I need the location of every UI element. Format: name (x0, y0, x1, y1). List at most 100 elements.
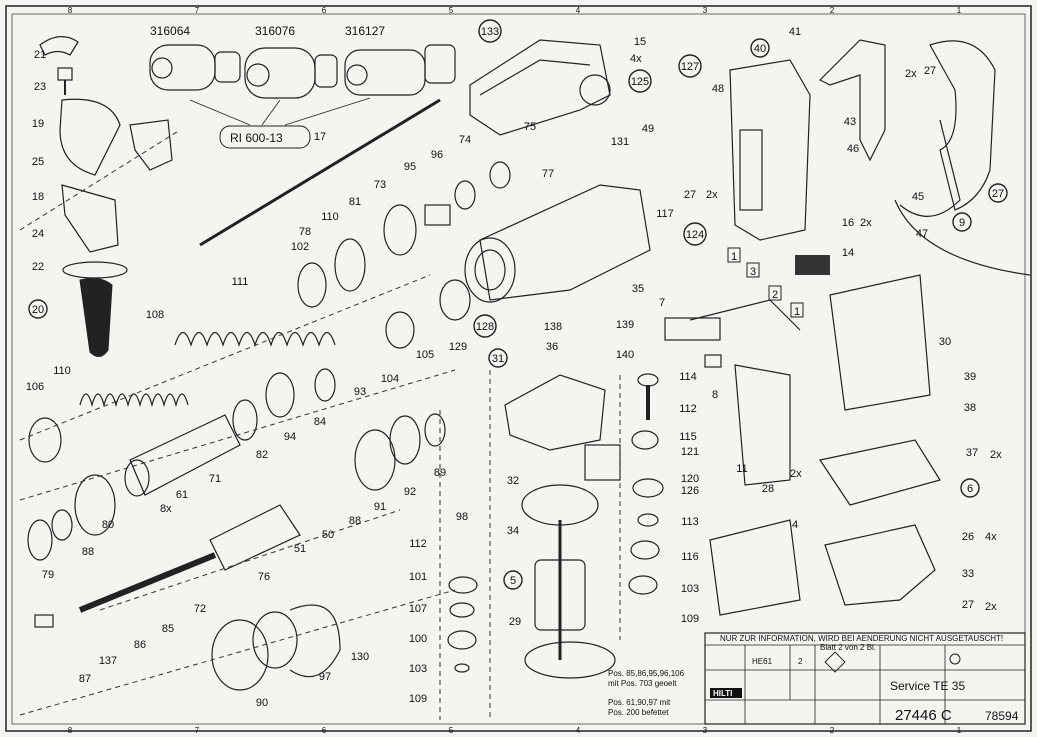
part-number: 104 (381, 373, 399, 385)
callout-93: 93 (354, 386, 366, 398)
depth-rod (199, 98, 441, 247)
callout-18: 18 (32, 191, 44, 203)
callout-101: 101 (409, 571, 427, 583)
gear-rings (27, 161, 511, 691)
part-number: 121 (681, 446, 699, 458)
part-number: 126 (681, 485, 699, 497)
callout-74: 74 (459, 134, 471, 146)
grid-column-label: 1 (957, 726, 962, 735)
part-number: 1 (731, 251, 737, 263)
part-number: 5 (510, 575, 516, 587)
intermediate-shaft-stack (628, 373, 664, 595)
part-number: 89 (434, 467, 446, 479)
qty-28: 2x (790, 468, 802, 480)
callout-43: 43 (844, 116, 856, 128)
spindle (34, 504, 301, 628)
hilti-logo-box (710, 688, 742, 698)
callout-6: 6 (960, 478, 980, 498)
part-number: 125 (631, 76, 649, 88)
part-number: 11 (736, 463, 747, 475)
part-number: 87 (79, 673, 91, 685)
callout-51: 51 (294, 543, 306, 555)
grid-column-label: 1 (957, 6, 962, 15)
callout-48: 48 (712, 83, 724, 95)
part-number: 112 (679, 403, 697, 415)
grid-column-label: 6 (322, 6, 327, 15)
gear-housing (464, 184, 651, 303)
switch-7 (664, 317, 721, 341)
part-number: 39 (964, 371, 976, 383)
part-number: 35 (632, 283, 644, 295)
callout-73: 73 (374, 179, 386, 191)
part-number: 100 (409, 633, 427, 645)
armature (524, 520, 616, 679)
drawing-number: 27446 C (895, 707, 952, 724)
part-number: 28 (762, 483, 774, 495)
part-number: 75 (524, 121, 536, 133)
part-number: 14 (842, 247, 854, 259)
part-number: 3 (750, 266, 756, 278)
part-number: 21 (34, 49, 46, 61)
grid-column-label: 3 (703, 6, 708, 15)
projection-symbol (949, 653, 961, 665)
part-number: 102 (291, 241, 309, 253)
part-number: 108 (146, 309, 164, 321)
callout-2: 2 (768, 285, 782, 301)
switch-wires (689, 299, 801, 331)
assembly-line-3 (19, 589, 456, 716)
part-number: 139 (616, 319, 634, 331)
callout-76: 76 (258, 571, 270, 583)
chuck-group-box (219, 125, 311, 149)
intermediate-plate (504, 374, 606, 451)
retaining-ring (289, 604, 341, 678)
brush-label (584, 444, 621, 481)
callout-110: 110 (321, 211, 339, 223)
part-number: 9 (959, 217, 965, 229)
part-number: 82 (256, 449, 268, 461)
lower-cover (824, 524, 936, 606)
part-number: 7 (659, 297, 665, 309)
part-number: 23 (34, 81, 46, 93)
callout-45: 45 (912, 191, 924, 203)
part-number: 29 (509, 616, 521, 628)
rear-handle (818, 39, 996, 217)
callout-4: 4 (792, 519, 798, 531)
callout-111: 111 (232, 276, 249, 288)
callout-23: 23 (34, 81, 46, 93)
chuck-316127 (344, 44, 456, 96)
part-number: 116 (681, 551, 699, 563)
callout-27: 27 (962, 599, 974, 611)
bevel-gear (521, 484, 599, 526)
callout-105: 105 (416, 349, 434, 361)
grid-column-label: 7 (195, 726, 200, 735)
part-number: 101 (409, 571, 427, 583)
callout-124: 124 (683, 222, 707, 246)
callout-108: 108 (146, 309, 164, 321)
qty-61: 8x (160, 503, 172, 515)
grid-column-label: 4 (576, 726, 581, 735)
callout-109: 109 (409, 693, 427, 705)
part-number: 47 (916, 228, 928, 240)
part-number: 48 (712, 83, 724, 95)
part-number: 72 (194, 603, 206, 615)
chuck-label-2: 316076 (255, 24, 295, 38)
callout-121: 121 (681, 446, 699, 458)
callout-50: 50 (322, 529, 334, 541)
part-number: 71 (209, 473, 221, 485)
title-col-1: HE61 (752, 657, 773, 666)
part-number: 37 (966, 447, 978, 459)
part-number: 110 (321, 211, 339, 223)
assembly-line-2 (19, 369, 456, 501)
part-number: 32 (507, 475, 519, 487)
qty-27-mid: 2x (706, 189, 718, 201)
part-number: 88 (82, 546, 94, 558)
callout-16: 16 (842, 217, 854, 229)
brand-logo: HILTI (713, 689, 732, 698)
callout-82: 82 (256, 449, 268, 461)
part-number: 1 (794, 306, 800, 318)
callout-3: 3 (746, 262, 760, 278)
callout-140: 140 (616, 349, 634, 361)
